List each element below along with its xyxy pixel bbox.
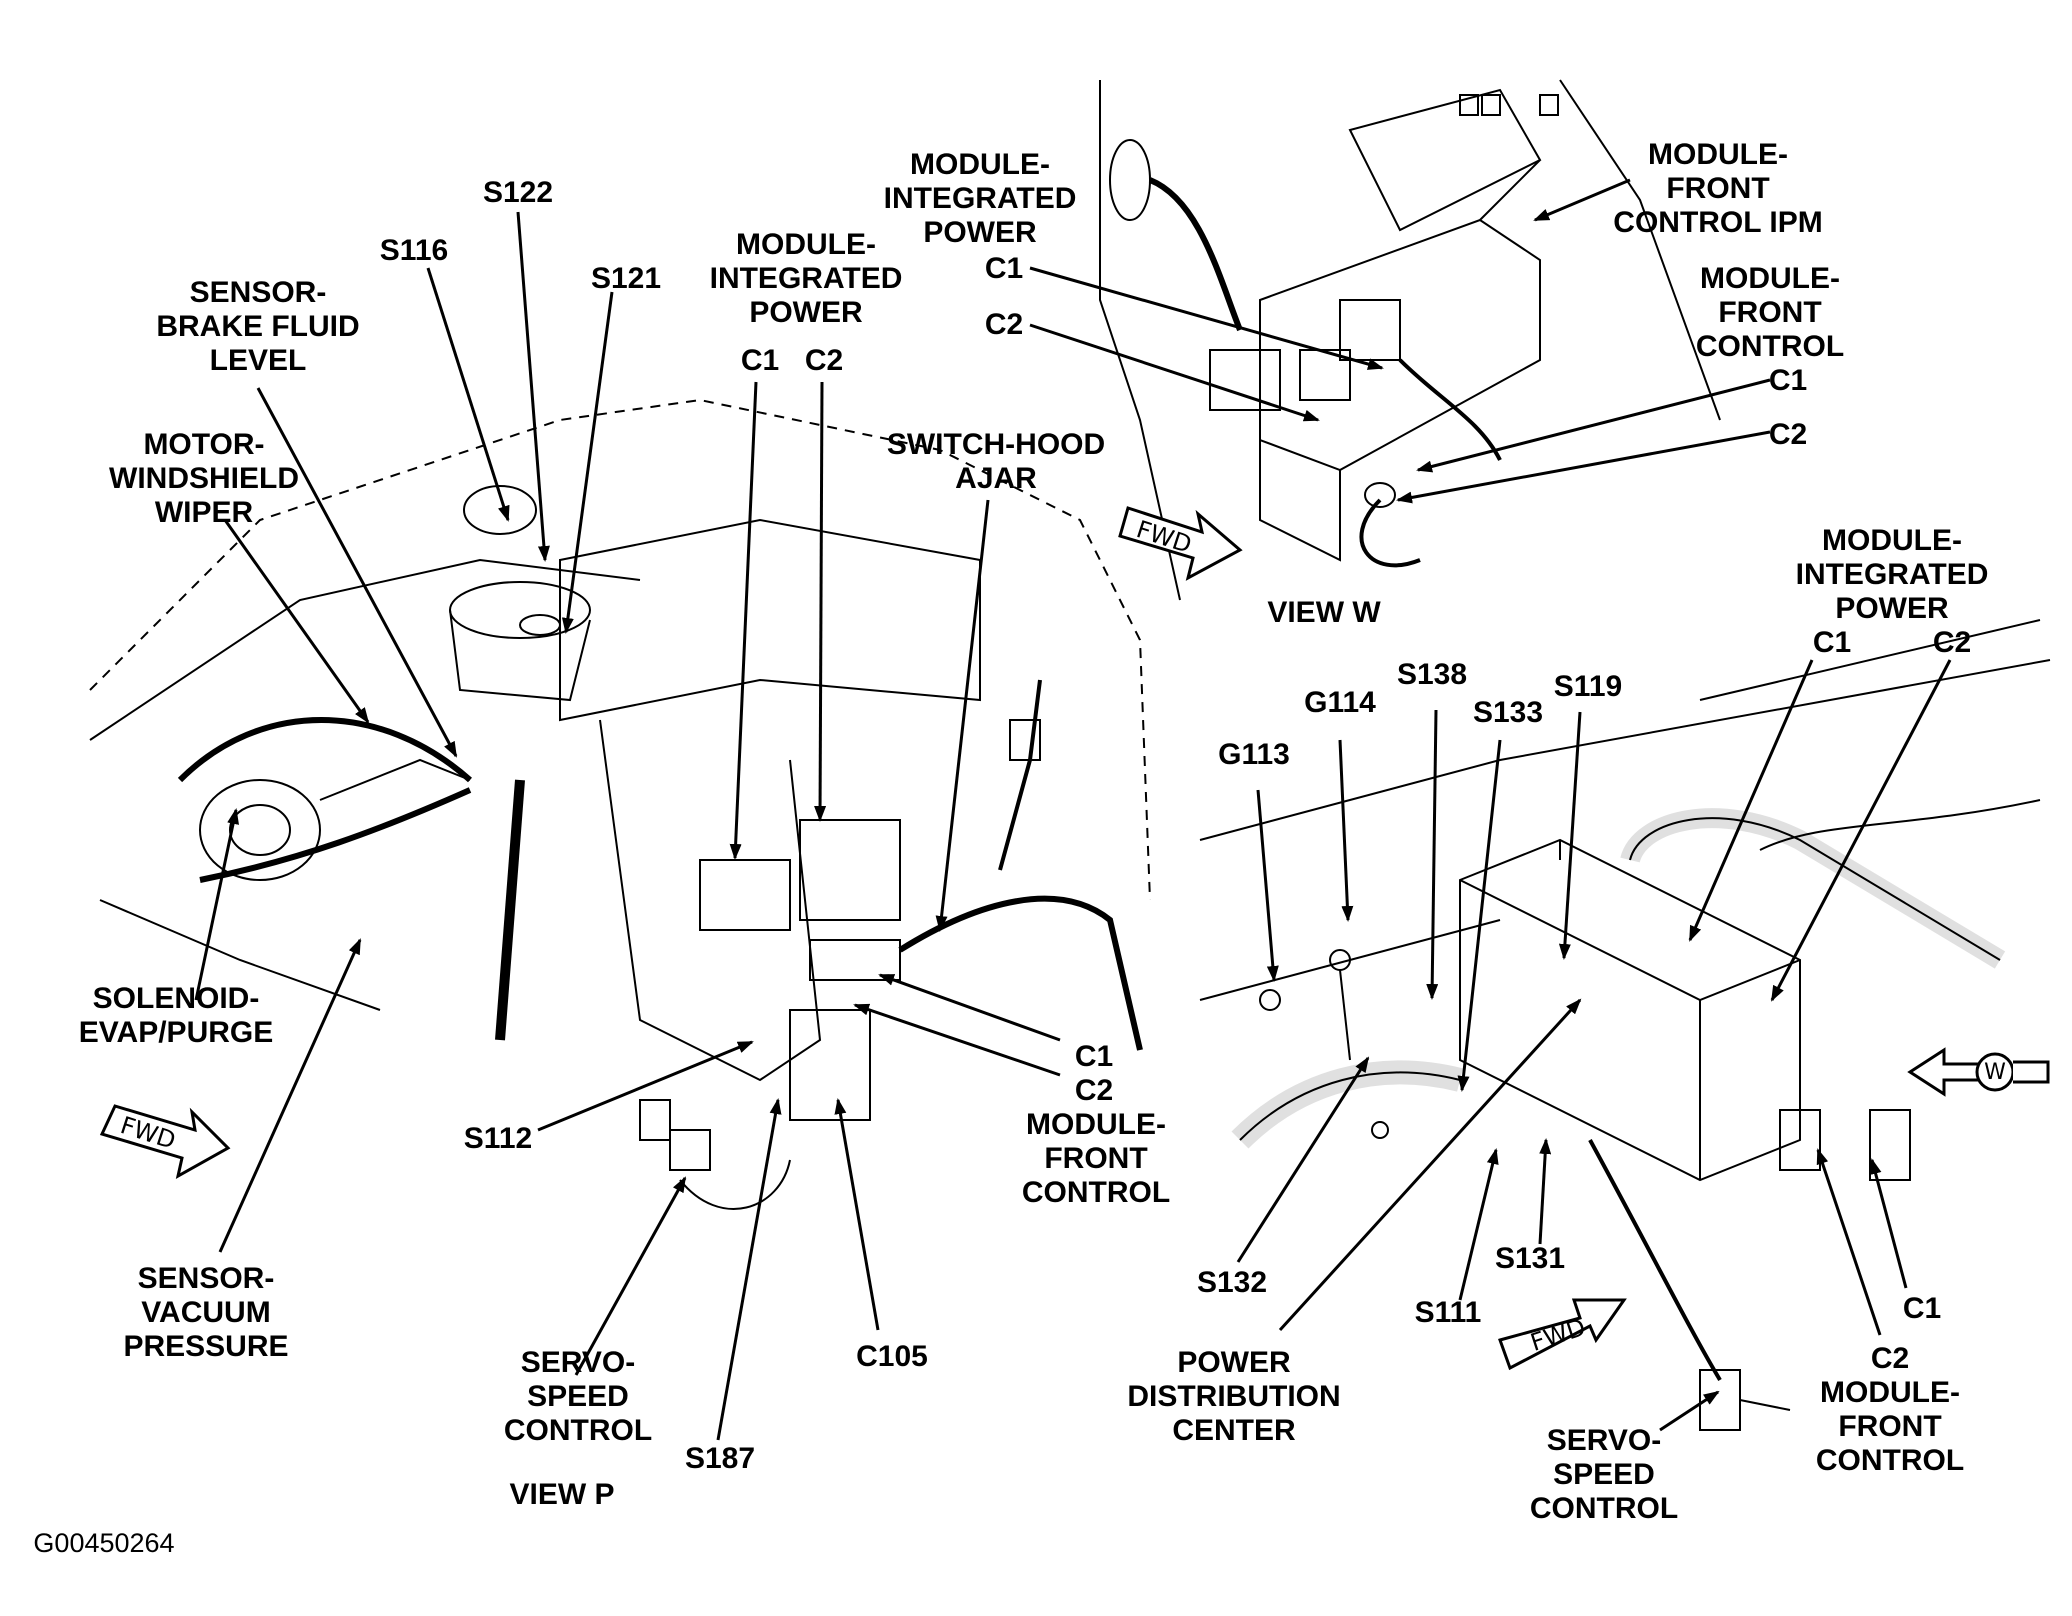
label-c1-third: C1 (1812, 626, 1852, 659)
label-s121: S121 (590, 262, 662, 295)
label-front-c2-w: C2 (1768, 418, 1808, 451)
label-servo-speed-control-p: SERVO- SPEED CONTROL (503, 1346, 653, 1447)
label-s131: S131 (1494, 1242, 1566, 1275)
view-p-artwork (89, 398, 1151, 1210)
fwd-arrow-third-view (1498, 1298, 1627, 1371)
label-module-front-control-third: C2 MODULE- FRONT CONTROL (1815, 1342, 1965, 1477)
label-g114: G114 (1304, 686, 1376, 719)
label-s138: S138 (1396, 658, 1468, 691)
figure-id: G00450264 (33, 1528, 175, 1558)
label-s187: S187 (684, 1442, 756, 1475)
label-s133: S133 (1472, 696, 1544, 729)
view-p-title: VIEW P (509, 1478, 615, 1511)
label-power-distribution-center: POWER DISTRIBUTION CENTER (1127, 1346, 1341, 1447)
label-switch-hood-ajar: SWITCH-HOOD AJAR (886, 428, 1106, 495)
label-module-integrated-power-w: MODULE- INTEGRATED POWER (883, 148, 1077, 249)
label-s132: S132 (1196, 1266, 1268, 1299)
label-solenoid-evap-purge: SOLENOID- EVAP/PURGE (78, 982, 274, 1049)
label-module-integrated-power-third: MODULE- INTEGRATED POWER (1795, 524, 1989, 625)
label-s119: S119 (1553, 670, 1623, 703)
label-c2-p: C2 (804, 344, 844, 377)
label-module-front-control-p: MODULE- FRONT CONTROL (1021, 1108, 1171, 1209)
label-g113: G113 (1218, 738, 1290, 771)
label-front-c1-w: C1 (1768, 364, 1808, 397)
label-sensor-vacuum-pressure: SENSOR- VACUUM PRESSURE (123, 1262, 289, 1363)
label-module-front-control-ipm: MODULE- FRONT CONTROL IPM (1613, 138, 1823, 239)
label-s111: S111 (1414, 1296, 1482, 1329)
label-s116: S116 (379, 234, 449, 267)
label-front-c1-third: C1 (1902, 1292, 1942, 1325)
w-marker-label: W (1984, 1060, 2006, 1085)
label-s122: S122 (482, 176, 554, 209)
view-w-title: VIEW W (1267, 596, 1381, 629)
label-c1-w: C1 (984, 252, 1024, 285)
label-front-control-c2-p: C2 (1074, 1074, 1114, 1107)
label-s112: S112 (463, 1122, 533, 1155)
third-view-artwork (1199, 619, 2051, 1431)
label-c2-third: C2 (1932, 626, 1972, 659)
label-c2-w: C2 (984, 308, 1024, 341)
label-module-front-control-w: MODULE- FRONT CONTROL (1695, 262, 1845, 363)
label-module-integrated-power-p: MODULE- INTEGRATED POWER (709, 228, 903, 329)
label-motor-windshield-wiper: MOTOR- WINDSHIELD WIPER (109, 428, 299, 529)
fwd-arrow-view-p (99, 1104, 231, 1179)
label-front-control-c1-p: C1 (1074, 1040, 1114, 1073)
view-w-direction-arrow (1907, 1047, 2050, 1097)
label-servo-speed-control-third: SERVO- SPEED CONTROL (1529, 1424, 1679, 1525)
label-c105: C105 (856, 1340, 928, 1373)
label-sensor-brake-fluid-level: SENSOR- BRAKE FLUID LEVEL (156, 276, 360, 377)
label-c1-p: C1 (740, 344, 780, 377)
fwd-arrow-view-w (1118, 506, 1243, 581)
leader-lines (194, 178, 1952, 1441)
